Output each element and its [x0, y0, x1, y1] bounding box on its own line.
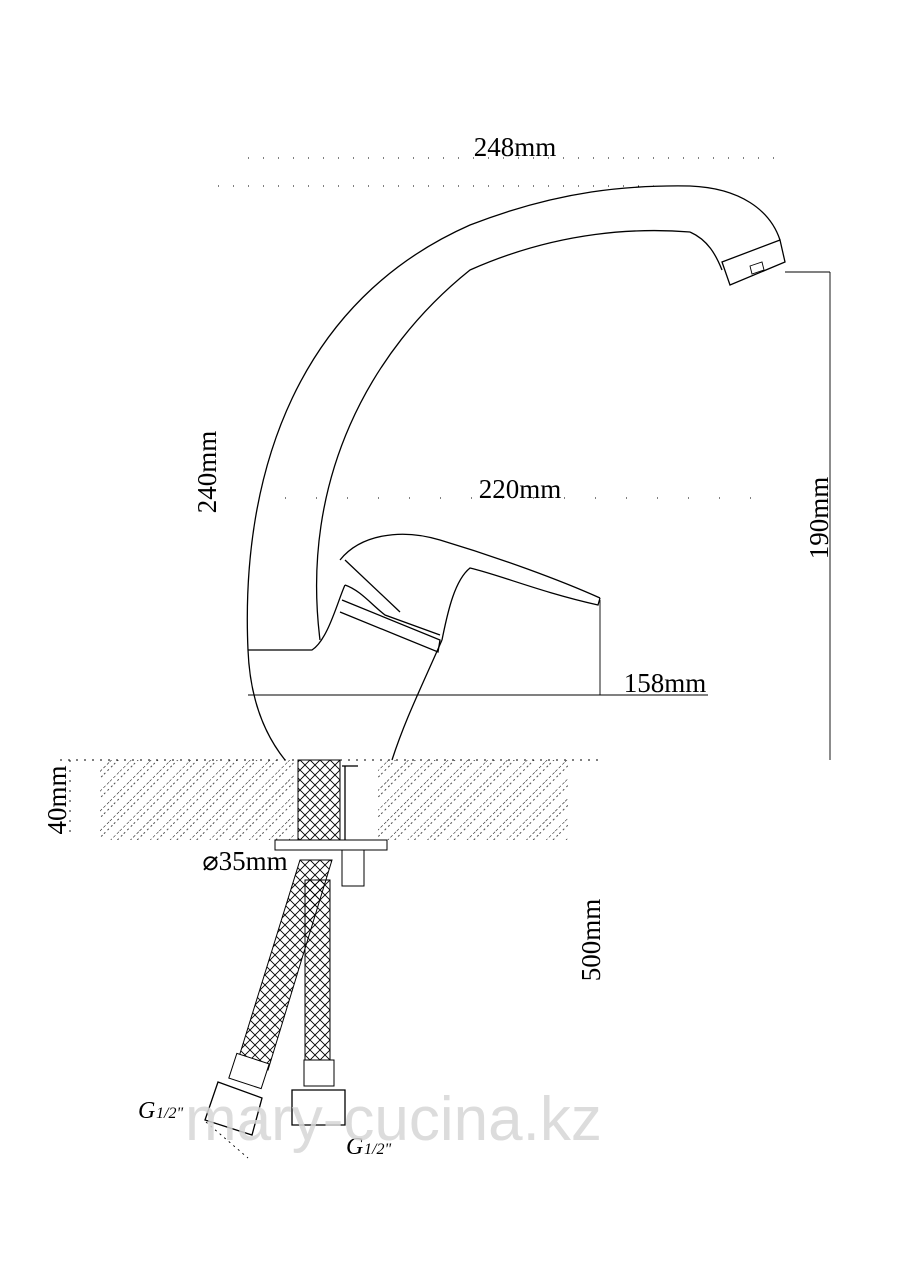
faucet-body	[247, 533, 601, 761]
hose-length-label: 500mm	[576, 899, 606, 982]
watermark: mary-cucina.kz	[185, 1085, 602, 1154]
left-connector-label: G 1/2"	[138, 1098, 183, 1124]
right-connector-prefix: G	[346, 1134, 363, 1160]
mount-hole-label: ⌀35mm	[202, 846, 287, 876]
spout-clearance-label: 190mm	[804, 477, 834, 560]
right-connector-label: G 1/2"	[346, 1134, 391, 1160]
spout-reach-label: 248mm	[474, 132, 557, 162]
dimension-lines	[69, 157, 831, 840]
left-connector-fraction: 1/2"	[156, 1105, 183, 1122]
handle-height-label: 220mm	[479, 474, 562, 504]
counter-thickness-label: 40mm	[42, 765, 72, 834]
faucet-spout	[246, 185, 786, 651]
flex-hoses	[204, 859, 346, 1159]
left-connector-prefix: G	[138, 1098, 155, 1124]
right-connector-fraction: 1/2"	[364, 1141, 391, 1158]
total-height-label: 240mm	[192, 431, 222, 514]
mounting-shank	[274, 759, 388, 887]
base-length-label: 158mm	[624, 668, 707, 698]
countertop-section	[60, 759, 600, 840]
